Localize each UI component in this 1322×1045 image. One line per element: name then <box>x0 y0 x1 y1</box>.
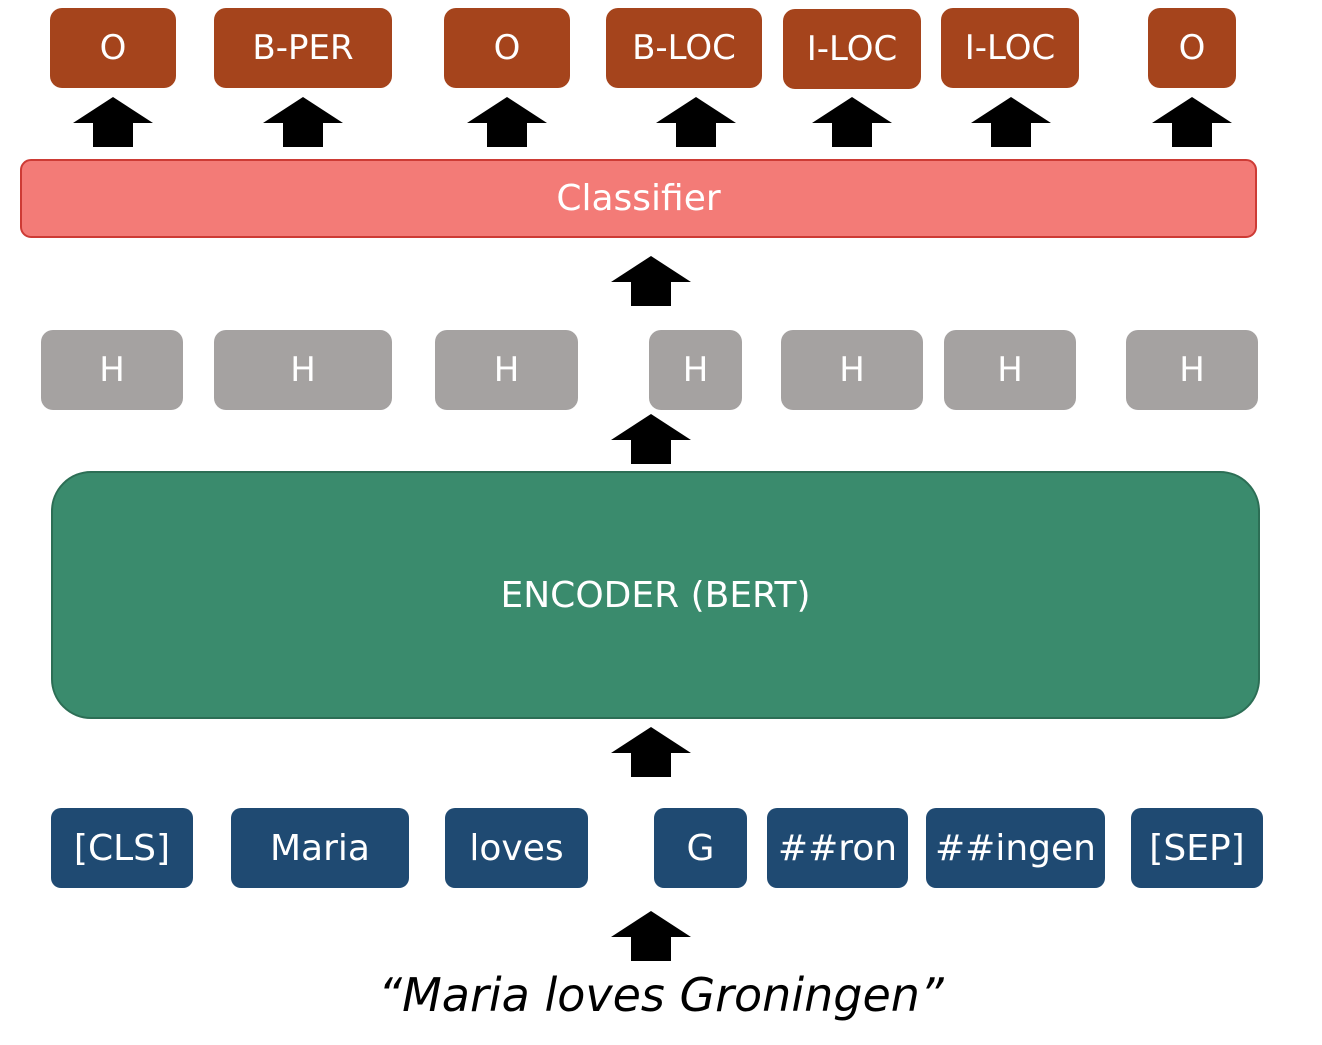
arrow-up-icon <box>1152 97 1232 147</box>
output-label-0: O <box>50 8 176 88</box>
token-5: ##ingen <box>926 808 1105 888</box>
arrow-up-icon <box>656 97 736 147</box>
hidden-state-6: H <box>1126 330 1258 410</box>
encoder-block: ENCODER (BERT) <box>51 471 1260 719</box>
arrow-up-icon <box>611 256 691 306</box>
token-4: ##ron <box>767 808 908 888</box>
arrow-up-icon <box>812 97 892 147</box>
arrow-up-icon <box>971 97 1051 147</box>
token-3: G <box>654 808 747 888</box>
arrow-up-icon <box>263 97 343 147</box>
hidden-state-3: H <box>649 330 742 410</box>
output-label-4: I-LOC <box>783 9 921 89</box>
token-6: [SEP] <box>1131 808 1263 888</box>
arrow-up-icon <box>611 911 691 961</box>
hidden-state-2: H <box>435 330 578 410</box>
token-0: [CLS] <box>51 808 193 888</box>
output-label-6: O <box>1148 8 1236 88</box>
hidden-state-5: H <box>944 330 1076 410</box>
output-label-1: B-PER <box>214 8 392 88</box>
output-label-3: B-LOC <box>606 8 762 88</box>
arrow-up-icon <box>467 97 547 147</box>
classifier-layer: Classifier <box>20 159 1257 238</box>
output-label-5: I-LOC <box>941 8 1079 88</box>
output-label-2: O <box>444 8 570 88</box>
hidden-state-4: H <box>781 330 923 410</box>
token-2: loves <box>445 808 588 888</box>
token-1: Maria <box>231 808 409 888</box>
hidden-state-1: H <box>214 330 392 410</box>
hidden-state-0: H <box>41 330 183 410</box>
arrow-up-icon <box>611 414 691 464</box>
arrow-up-icon <box>611 727 691 777</box>
input-sentence: “Maria loves Groningen” <box>378 968 944 1022</box>
arrow-up-icon <box>73 97 153 147</box>
